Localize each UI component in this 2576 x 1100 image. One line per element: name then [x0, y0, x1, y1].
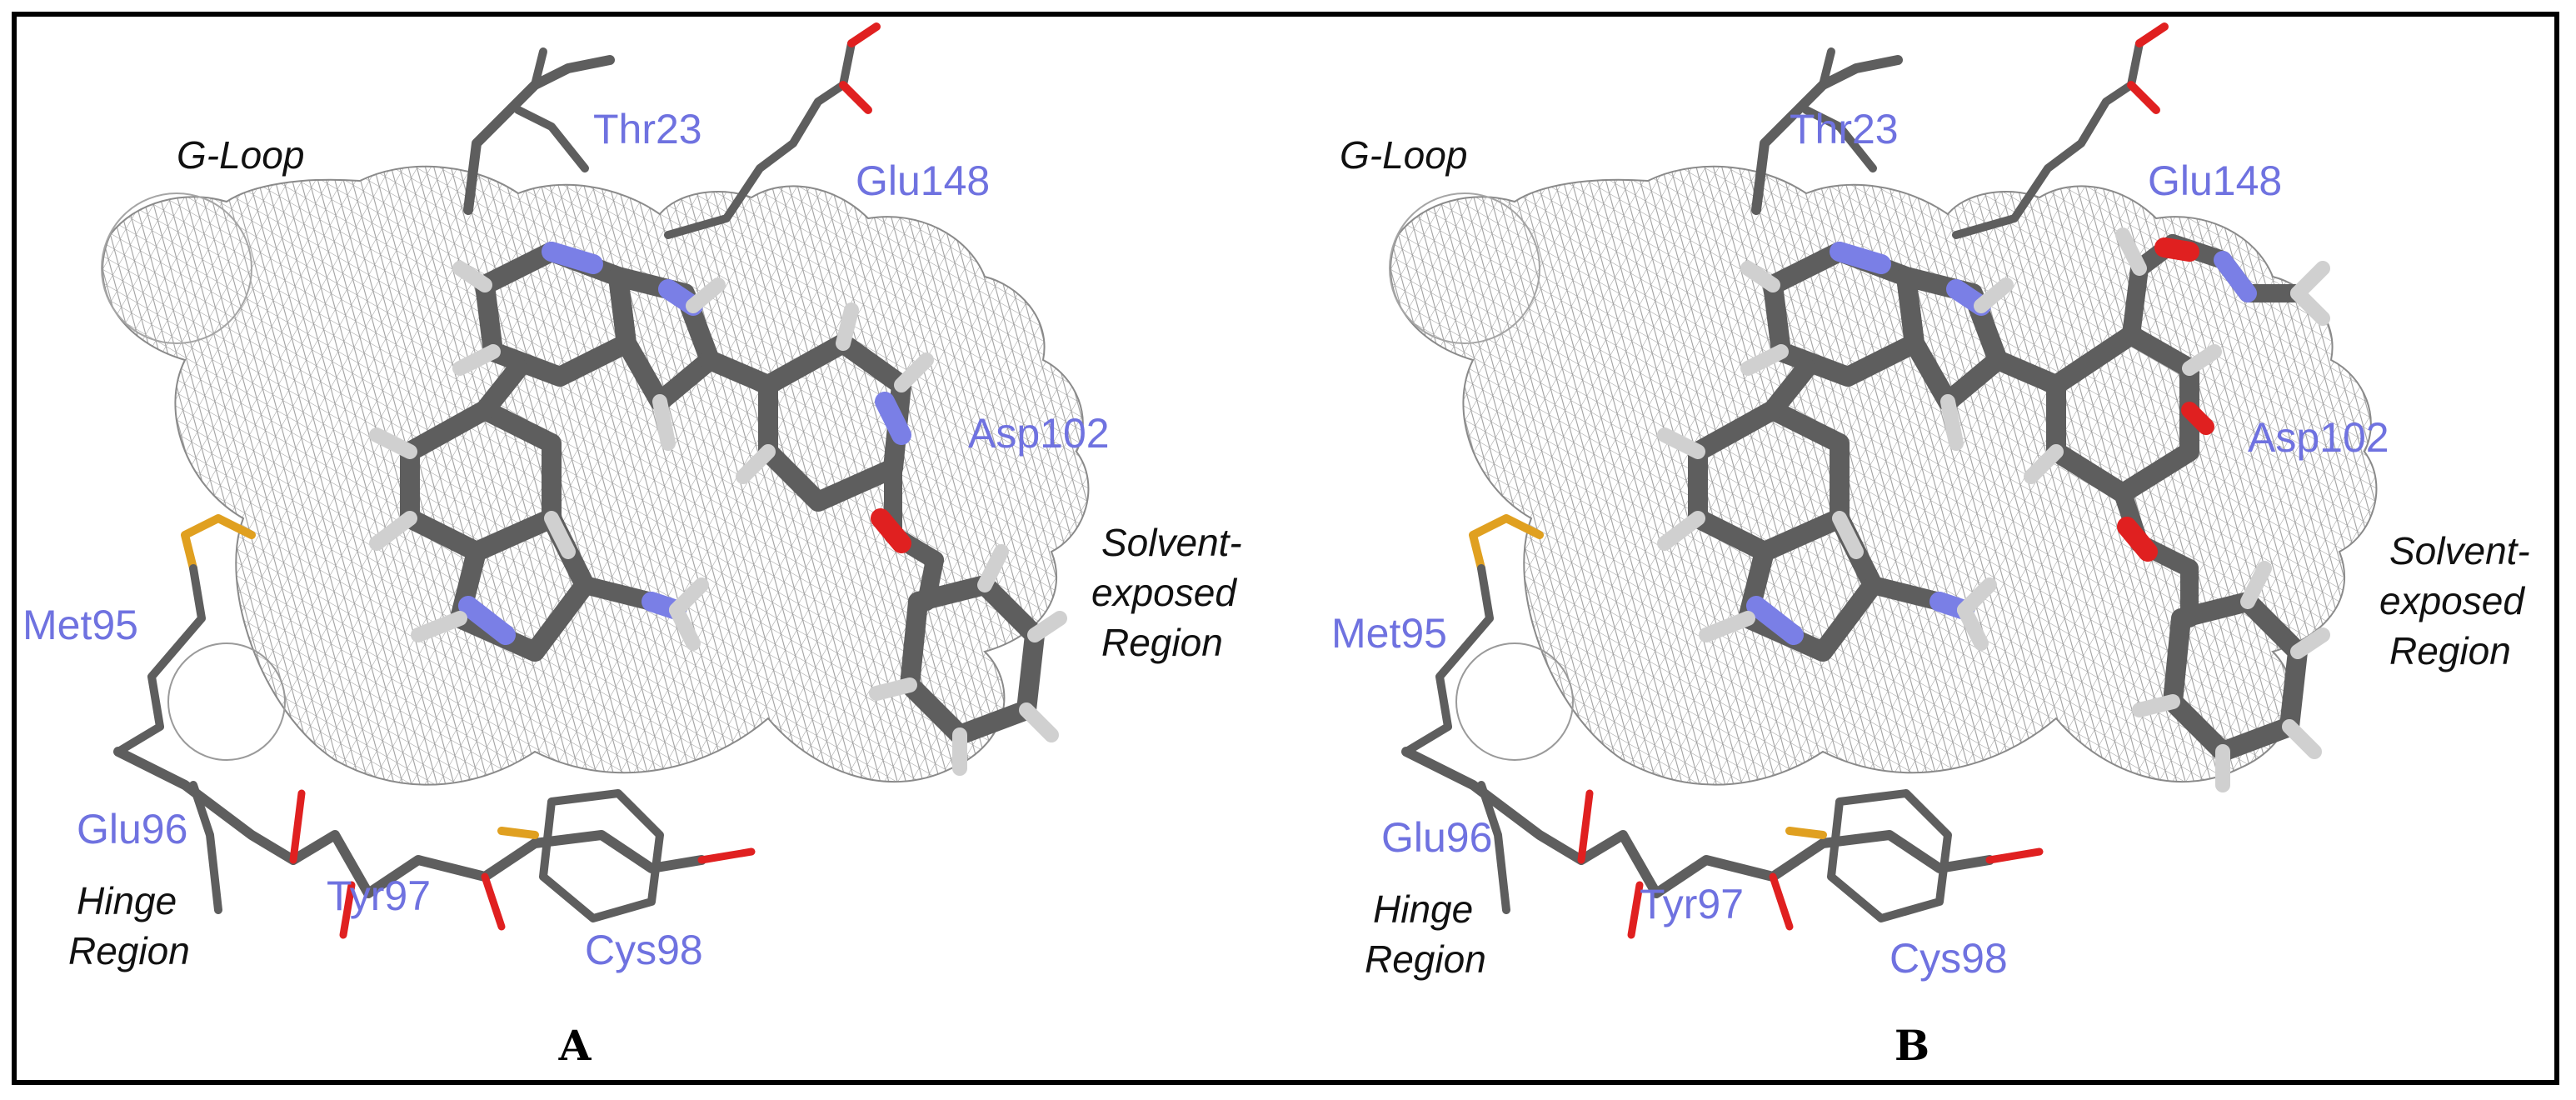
solvent-region-label-1: Solvent-: [1101, 521, 1242, 564]
hinge-region-label-2: Region: [68, 929, 190, 972]
solvent-region-label-2: exposed: [2379, 579, 2525, 622]
g-loop-label: G-Loop: [177, 133, 304, 177]
hinge-region-label-2: Region: [1365, 938, 1486, 981]
panel-b: G-Loop Thr23 Glu148 Asp102 Met95 Glu96 T…: [1331, 22, 2530, 982]
ligand-hydrogens: [1657, 228, 2330, 792]
met95-label: Met95: [1331, 610, 1447, 657]
glu96-label: Glu96: [77, 806, 187, 852]
met95-sidechain: [1469, 514, 1544, 572]
hinge-region-label-1: Hinge: [77, 879, 177, 922]
tyr97-label: Tyr97: [327, 872, 431, 919]
ligand-heteroatoms: [1746, 242, 2214, 645]
residue-sticks: [1401, 22, 2169, 939]
glu96-label: Glu96: [1381, 814, 1492, 861]
g-loop-backbone: [463, 55, 615, 215]
g-loop-backbone: [1751, 55, 1903, 215]
hinge-backbone: [113, 747, 706, 898]
hinge-region-label-1: Hinge: [1373, 888, 1473, 931]
met95-label: Met95: [22, 602, 138, 648]
solvent-region-label-1: Solvent-: [2389, 529, 2530, 572]
solvent-region-label-2: exposed: [1091, 571, 1237, 614]
glu148-label: Glu148: [2148, 158, 2282, 204]
asp102-label: Asp102: [968, 410, 1110, 457]
panel-b-letter: B: [1894, 1021, 1930, 1070]
cys98-label: Cys98: [585, 927, 703, 973]
solvent-region-label-3: Region: [2389, 629, 2511, 672]
panel-a: G-Loop Thr23 Glu148 Asp102 Met95 Glu96 T…: [22, 22, 1242, 973]
met95-sidechain: [181, 514, 256, 572]
tyr97-ring: [1827, 789, 1952, 922]
tyr97-label: Tyr97: [1640, 881, 1744, 928]
panel-a-letter: A: [558, 1021, 592, 1070]
asp102-label: Asp102: [2248, 414, 2389, 461]
thr23-label: Thr23: [593, 106, 702, 152]
tyr97-ring: [539, 789, 664, 922]
solvent-region-label-3: Region: [1101, 621, 1223, 664]
glu148-label: Glu148: [856, 158, 990, 204]
cys98-label: Cys98: [1890, 935, 2008, 982]
ligand-hydrogens: [369, 261, 1067, 776]
residue-sticks: [113, 22, 881, 939]
hinge-backbone: [1401, 747, 1994, 898]
g-loop-label: G-Loop: [1340, 133, 1467, 177]
thr23-label: Thr23: [1790, 106, 1899, 152]
